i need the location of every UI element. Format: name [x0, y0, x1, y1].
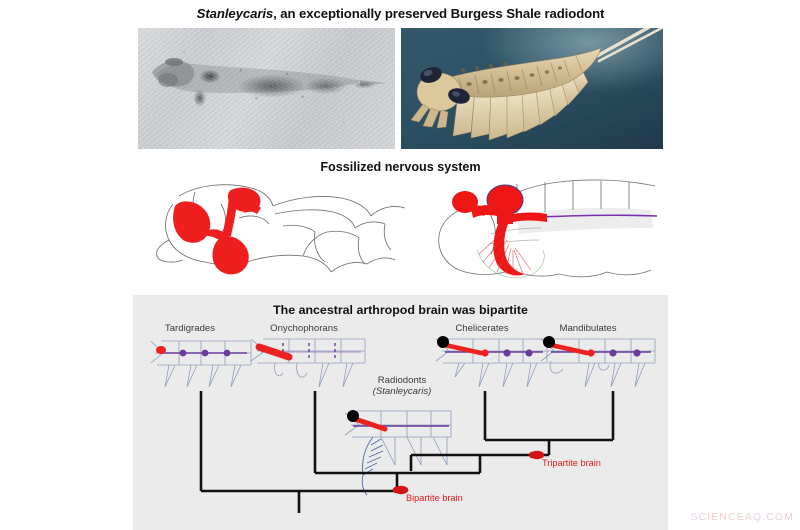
taxon-label-tardigrades: Tardigrades [164, 323, 216, 334]
brain-radiodonts [352, 416, 388, 432]
body-shading [517, 208, 653, 234]
nervous-system-reconstruction-diagram [438, 179, 658, 278]
schematic-chelicerates [435, 336, 548, 388]
species-name: Stanleycaris [196, 6, 274, 21]
brain-chelicerates [442, 342, 484, 356]
fossil-rock-texture [138, 28, 395, 149]
node-marker-tripartite [528, 450, 545, 460]
taxon-label-mandibulates: Mandibulates [559, 323, 617, 334]
radiating-nerve-fibers [478, 231, 532, 276]
reconstruction-illustration [401, 28, 663, 149]
appendage-outline [476, 249, 545, 278]
frontal-appendages [410, 103, 449, 129]
cladogram-panel: The ancestral arthropod brain was bipart… [133, 295, 668, 530]
taxon-label-radiodonts: Radiodonts (Stanleycaris) [372, 375, 432, 397]
node-label-tripartite-brain: Tripartite brain [542, 458, 601, 468]
fossil-nervous-system-tracing [156, 184, 406, 275]
gut-structure [488, 227, 542, 245]
frontal-appendage-radiodonts [361, 436, 384, 496]
node-marker-bipartite [392, 485, 409, 495]
schematic-radiodonts [344, 410, 452, 496]
eye-node-radiodonts [347, 410, 359, 422]
preserved-neural-tissue [173, 187, 261, 275]
tail-spines [595, 28, 663, 63]
site-watermark: SCIENCEAQ.COM [690, 511, 794, 523]
taxon-label-chelicerates: Chelicerates [455, 323, 509, 334]
node-label-bipartite-brain: Bipartite brain [406, 493, 463, 503]
top-panel-title: Stanleycaris, an exceptionally preserved… [133, 0, 668, 28]
middle-panel: Fossilized nervous system [133, 152, 668, 292]
brain-onychophorans [255, 343, 293, 361]
fossil-photo [138, 28, 395, 149]
fossil-body-outline [152, 58, 386, 94]
cladogram-title: The ancestral arthropod brain was bipart… [273, 303, 528, 317]
head-region [410, 67, 470, 129]
taxon-label-onychophorans: Onychophorans [270, 323, 338, 334]
brain-mandibulates [548, 342, 590, 356]
eye-node-mandibulates [543, 336, 555, 348]
body-trunk [440, 47, 602, 98]
title-remainder: , an exceptionally preserved Burgess Sha… [273, 6, 605, 21]
eye-node-chelicerates [437, 336, 449, 348]
schematic-tardigrades [150, 340, 252, 388]
cladogram-tree [199, 391, 615, 513]
top-panel: Stanleycaris, an exceptionally preserved… [133, 0, 668, 152]
middle-panel-title: Fossilized nervous system [320, 160, 481, 174]
brain-tardigrades [156, 346, 166, 354]
schematic-onychophorans [250, 338, 366, 388]
schematic-mandibulates [540, 336, 656, 388]
